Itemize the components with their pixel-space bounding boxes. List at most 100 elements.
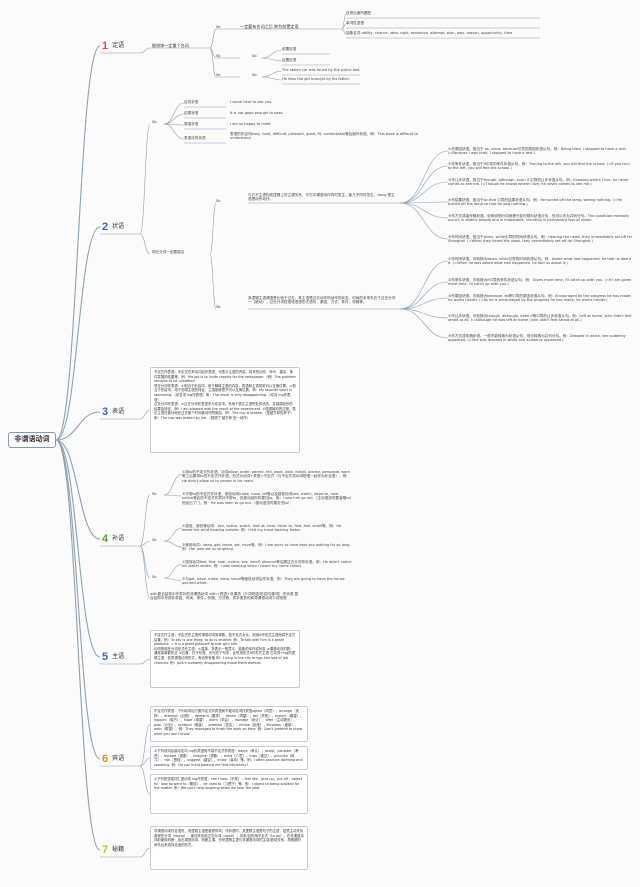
b2-key-s2: Sb <box>216 305 221 309</box>
root-connector-b6 <box>55 439 101 760</box>
connector <box>163 494 183 497</box>
connector <box>399 181 449 204</box>
b2-r6: ①作时间状语。可转换为when, while引导的时间状语从句。例：Asked … <box>448 257 632 266</box>
connector <box>399 202 449 240</box>
b1-sub: 能修饰一定量个名词 <box>152 43 189 48</box>
b6-t1: 不定式作宾语：下列动词后只跟不定式作宾语而不能动名词作宾语agree（同意），a… <box>150 706 308 742</box>
b2-row-1-name: 结果状语 <box>184 111 199 115</box>
branch-number: 4 <box>102 533 109 545</box>
branch-label: 宾语 <box>112 755 125 762</box>
connector <box>163 527 183 542</box>
b1-c1: 一定要有名词之后 称为前置定语 <box>240 24 299 29</box>
branch-number: 6 <box>102 753 109 765</box>
connector <box>139 723 151 767</box>
b2-s1: 与它不主语构成逻辑上的主谓关系，与它中谓语动作同时发生，能几乎同时发生，dang… <box>248 193 395 202</box>
root-node: 非谓语动词 <box>8 432 56 448</box>
branch-4-complement: 4 补语 <box>102 532 124 546</box>
connector <box>209 28 217 49</box>
connector <box>399 297 449 310</box>
root-connector-b1 <box>55 45 101 441</box>
b3-text: 不定式作表语：不定式在系动词后作表语，可表示主语的内容、将来的动作、命令、建议、… <box>150 367 300 453</box>
branch-1-attributive: 1 定语 <box>102 39 124 53</box>
root-connector-b5 <box>55 439 101 658</box>
connector <box>261 76 283 81</box>
connector <box>163 102 185 125</box>
connector <box>399 202 449 219</box>
connector <box>399 308 449 319</box>
b2-r0: ①作原因状语。相当于 as, since, because引导的原因状语从句。例… <box>448 147 627 156</box>
b2-mid: 现在分词一定要能否 <box>152 250 185 254</box>
connector <box>399 165 449 204</box>
connector <box>139 658 151 665</box>
connector <box>261 49 283 59</box>
branch-label: 定语 <box>112 42 125 49</box>
b1-c2-key: Sb <box>252 54 257 58</box>
connector <box>163 113 185 125</box>
root-connector-b7 <box>55 439 101 851</box>
branch-3-predicative: 3 表语 <box>102 405 124 419</box>
b4-g6: ②与get, have, make, keep, leave等使役动词后作补语。… <box>182 577 345 586</box>
connector <box>399 308 449 339</box>
connector <box>261 70 283 78</box>
branch-6-object: 6 宾语 <box>102 752 124 766</box>
branch-2-adverbial: 2 状语 <box>102 220 124 234</box>
b2-key-s1: Sb <box>216 199 221 203</box>
connector <box>399 201 449 204</box>
connector <box>163 123 185 140</box>
b5-text: 不定式作主语：不定式作主语时谓语动词用单数；若不定式太长，则用it作形式主语而将… <box>150 630 300 688</box>
b4-note: with复合结构中作宾补的非谓语动词 with+宾语+非谓语（介词短语/形容词/… <box>150 592 299 601</box>
b1-key-1: Sb <box>216 25 221 29</box>
b4-g1: ①用to的不定式作补语，动词allow, order, permit, tell… <box>182 470 351 483</box>
b2-r9: ④作让步状语。可转换为though, although, even if等引导的… <box>448 314 632 323</box>
b1-c3-b: He likes the girl brought by his father. <box>282 77 350 81</box>
b1-c1-c: 抽象名词 ability, chance, idea, right, exist… <box>346 31 513 35</box>
b1-key-2: Sb <box>216 54 221 58</box>
connector <box>209 47 217 78</box>
b1-c1-b: 单词性语搭 <box>346 21 364 25</box>
connector <box>163 473 183 496</box>
branch-5-subject: 5 主语 <box>102 650 124 664</box>
b2-row-0-name: 目的状语 <box>184 100 199 104</box>
branch-number: 1 <box>102 40 109 52</box>
b1-c3-key: Sb <box>252 73 257 77</box>
connector <box>139 847 151 858</box>
connector <box>163 577 183 582</box>
b2-r2: ③作让步状语。相当于though, although, even if 引导的让… <box>448 178 629 187</box>
connector <box>139 545 151 599</box>
connector <box>139 757 151 767</box>
b6-t2: ①下列动词后接动名词 ing作宾语而不接不定式作宾语：admit（承认），avo… <box>150 746 308 770</box>
connector <box>163 540 183 548</box>
connector <box>139 540 151 547</box>
b2-r8: ③作原因状语。可转换为because, as等引导的原因状语从句。例：Encou… <box>448 294 632 303</box>
branch-number: 3 <box>102 406 109 418</box>
connector <box>399 281 449 310</box>
b2-r10: ⑤作方式或伴随状语。一般不能转换为状语从句，但可转换为并列分句。例：Dresse… <box>448 334 626 343</box>
b7-text: 非谓语动词作定语时，其逻辑主语是被修饰词；作状语时，其逻辑主语是句子的主语。若是… <box>150 826 308 870</box>
b2-row-1-text: it is not good enough to pass. <box>230 111 284 115</box>
branch-number: 2 <box>102 221 109 233</box>
b2-s2: 其逻辑主语谓语是比较于过去，其主语是过去动作的动作的状态，时间的未来先在于过去分… <box>248 296 396 305</box>
b2-row-2-text: I am so happy to meet <box>230 122 271 126</box>
b6-t3: ②下列短语或词汇虚动词 ing作宾语：can't help（不禁），feel l… <box>150 774 308 814</box>
b2-r7: ②作条件状语。可转换为if引导的条件状语从句。例：Given more time… <box>448 278 632 287</box>
connector <box>139 47 151 54</box>
connector <box>341 28 347 35</box>
b1-c3-a: The stolen car was found by the police l… <box>282 68 361 72</box>
branch-label: 秘籍 <box>112 846 125 853</box>
connector <box>139 409 151 420</box>
b2-r3: ④作结果状语。相当于so that 引导的结果状语从句。例：He turned … <box>448 198 622 207</box>
connector <box>163 563 183 579</box>
b2-row-2-name: 原因状语 <box>184 122 199 126</box>
root-connector-b3 <box>55 411 101 441</box>
branch-label: 表语 <box>112 408 125 415</box>
b2-key: Sb <box>152 120 157 124</box>
connector <box>399 260 449 310</box>
connector <box>209 253 217 310</box>
b1-key-3: Sb <box>216 73 221 77</box>
connector <box>261 57 283 62</box>
b4-g4: ②使役动词：keep, get, leave, set, have等。例：I a… <box>182 543 351 552</box>
b1-c2-b: 后置定语 <box>282 58 297 62</box>
root-connector-b4 <box>55 439 101 540</box>
